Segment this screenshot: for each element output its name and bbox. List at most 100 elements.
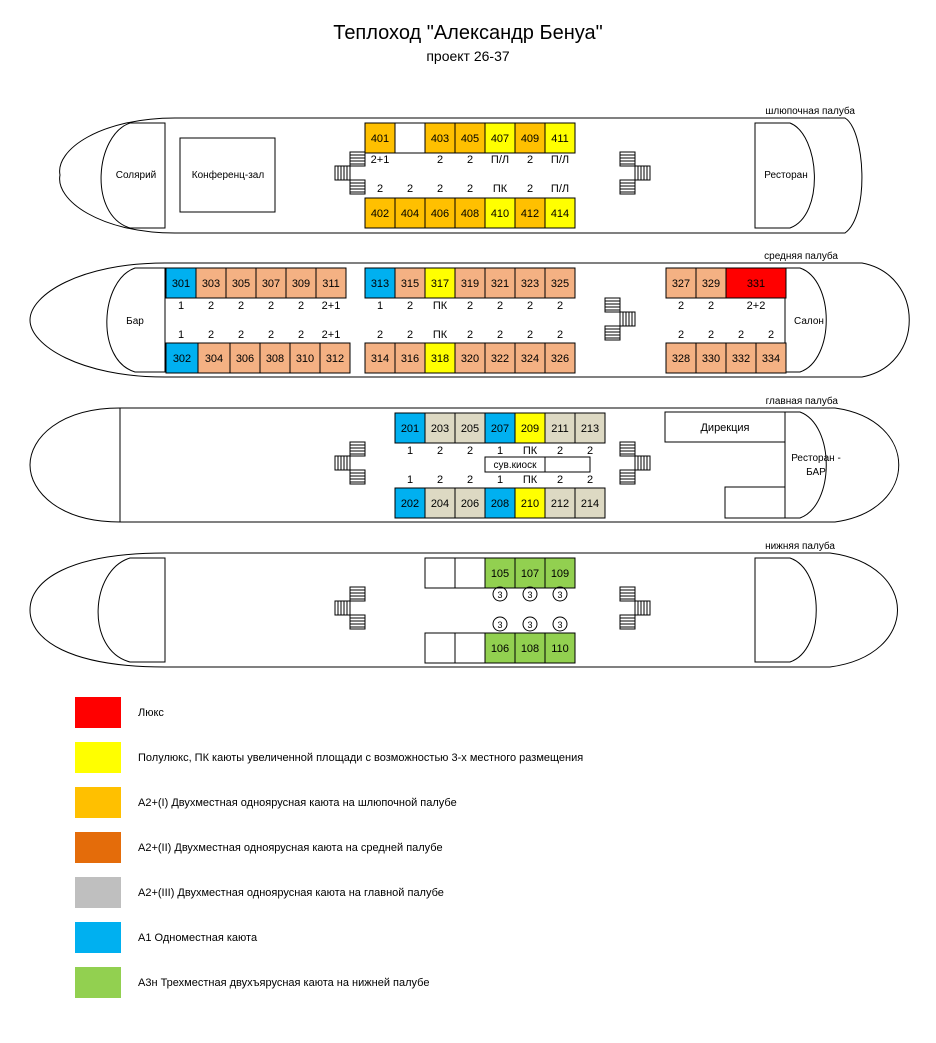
cabin[interactable]: 312: [319, 342, 351, 374]
cabin[interactable]: 314: [364, 342, 396, 374]
cabin[interactable]: 411: [544, 122, 576, 154]
cabin[interactable]: 410: [484, 197, 516, 229]
solarium-label: Солярий: [116, 170, 157, 181]
cabin[interactable]: 207: [484, 412, 516, 444]
cabin[interactable]: 304: [197, 342, 231, 374]
cabin[interactable]: 330: [695, 342, 727, 374]
cabin-box: [514, 632, 546, 664]
cabin[interactable]: 321: [484, 267, 516, 299]
cabin[interactable]: 307: [255, 267, 287, 299]
cabin[interactable]: 322: [484, 342, 516, 374]
cabin[interactable]: 309: [285, 267, 317, 299]
cabin[interactable]: [454, 557, 486, 589]
cabin[interactable]: 318: [424, 342, 456, 374]
legend-item: Полулюкс, ПК каюты увеличенной площади с…: [75, 742, 875, 774]
cabin[interactable]: 213: [574, 412, 606, 444]
cabin[interactable]: 332: [725, 342, 757, 374]
cabin[interactable]: 107: [514, 557, 546, 589]
cabin-number: 332: [732, 353, 750, 365]
cabin[interactable]: [394, 122, 426, 154]
cabin[interactable]: 406: [424, 197, 456, 229]
cabin[interactable]: 403: [424, 122, 456, 154]
cabin-box: [285, 267, 317, 299]
cabin-number: 307: [262, 278, 280, 290]
cabin[interactable]: 414: [544, 197, 576, 229]
stairs-icon: [619, 441, 651, 485]
cabin[interactable]: 211: [544, 412, 576, 444]
cabin[interactable]: 316: [394, 342, 426, 374]
cabin[interactable]: 106: [484, 632, 516, 664]
cabin[interactable]: 313: [364, 267, 396, 299]
cabin[interactable]: [454, 632, 486, 664]
cabin-capacity: 2: [268, 300, 274, 312]
middle-deck-stern-outline: [784, 267, 827, 373]
cabin-number: 328: [672, 353, 690, 365]
cabin-box: [574, 487, 606, 519]
cabin[interactable]: 325: [544, 267, 576, 299]
cabin[interactable]: 323: [514, 267, 546, 299]
middle-deck-label: средняя палуба: [764, 250, 838, 262]
cabin[interactable]: 110: [544, 632, 576, 664]
cabin[interactable]: 328: [665, 342, 697, 374]
cabin-number: 318: [431, 353, 449, 365]
boat-restaurant-label: Ресторан: [764, 170, 807, 181]
legend-swatch: [75, 967, 121, 998]
cabin[interactable]: 401: [364, 122, 396, 154]
cabin[interactable]: 108: [514, 632, 546, 664]
cabin-box: [259, 342, 291, 374]
cabin[interactable]: 214: [574, 487, 606, 519]
cabin-number: 324: [521, 353, 539, 365]
cabin[interactable]: 203: [424, 412, 456, 444]
cabin[interactable]: 201: [394, 412, 426, 444]
cabin[interactable]: 334: [755, 342, 787, 374]
cabin[interactable]: 202: [394, 487, 426, 519]
cabin-number: 334: [762, 353, 780, 365]
cabin[interactable]: 311: [315, 267, 347, 299]
cabin-capacity: 2+1: [371, 154, 390, 166]
cabin-capacity: 2: [377, 329, 383, 341]
cabin[interactable]: 319: [454, 267, 486, 299]
cabin[interactable]: 305: [225, 267, 257, 299]
cabin[interactable]: 409: [514, 122, 546, 154]
cabin[interactable]: 329: [695, 267, 727, 299]
cabin-number: 306: [236, 353, 254, 365]
cabin[interactable]: 206: [454, 487, 486, 519]
cabin[interactable]: 209: [514, 412, 546, 444]
cabin[interactable]: [424, 557, 456, 589]
cabin[interactable]: 204: [424, 487, 456, 519]
cabin[interactable]: 408: [454, 197, 486, 229]
cabin[interactable]: 405: [454, 122, 486, 154]
cabin[interactable]: 310: [289, 342, 321, 374]
cabin[interactable]: 404: [394, 197, 426, 229]
cabin-capacity: 2: [678, 300, 684, 312]
cabin[interactable]: 105: [484, 557, 516, 589]
cabin[interactable]: 317: [424, 267, 456, 299]
cabin[interactable]: 205: [454, 412, 486, 444]
cabin[interactable]: 308: [259, 342, 291, 374]
cabin[interactable]: 327: [665, 267, 697, 299]
cabin[interactable]: 407: [484, 122, 516, 154]
cabin[interactable]: 302: [165, 342, 199, 374]
cabin[interactable]: 324: [514, 342, 546, 374]
cabin-capacity: 2: [557, 329, 563, 341]
cabin[interactable]: 331: [725, 267, 787, 299]
cabin[interactable]: 315: [394, 267, 426, 299]
cabin[interactable]: [424, 632, 456, 664]
restaurant-bar-label-2: БАР: [806, 467, 826, 478]
cabin-box: [544, 632, 576, 664]
cabin[interactable]: 210: [514, 487, 546, 519]
cabin[interactable]: 412: [514, 197, 546, 229]
cabin-number: 407: [491, 133, 509, 145]
cabin[interactable]: 320: [454, 342, 486, 374]
cabin[interactable]: 303: [195, 267, 227, 299]
cabin[interactable]: 109: [544, 557, 576, 589]
cabin[interactable]: 402: [364, 197, 396, 229]
capacity-circle: [552, 616, 568, 632]
cabin[interactable]: 326: [544, 342, 576, 374]
cabin-capacity: 3: [527, 620, 532, 630]
cabin[interactable]: 306: [229, 342, 261, 374]
cabin[interactable]: 301: [165, 267, 197, 299]
cabin[interactable]: 212: [544, 487, 576, 519]
cabin-number: 209: [521, 423, 539, 435]
cabin[interactable]: 208: [484, 487, 516, 519]
